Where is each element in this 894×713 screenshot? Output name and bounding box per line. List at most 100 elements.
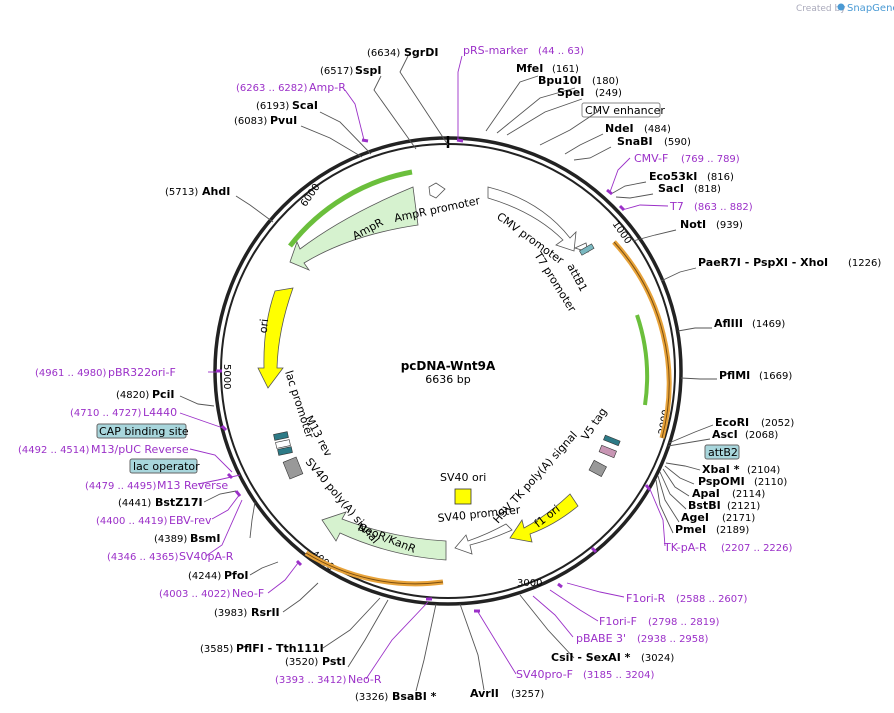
neor-kanr-feature [321, 511, 447, 561]
bstz17i-label[interactable]: BstZ17I [155, 496, 203, 509]
bsabi-label[interactable]: BsaBI * [392, 690, 437, 703]
ori-feature [257, 287, 294, 389]
paer7i-label[interactable]: PaeR7I - PspXI - XhoI [698, 256, 828, 269]
ahdi-label[interactable]: AhdI [202, 185, 230, 198]
pfoi-label[interactable]: PfoI [224, 569, 249, 582]
lac-operator-feature [273, 431, 289, 441]
csii-label[interactable]: CsiI - SexAI * [551, 651, 631, 664]
psti-pos: (3520) [285, 657, 318, 668]
pbabe3-label[interactable]: pBABE 3' [576, 632, 626, 645]
pcii-pos: (4820) [116, 390, 149, 401]
m13-reverse-label[interactable]: M13 Reverse [157, 479, 228, 492]
spei-label[interactable]: SpeI [557, 86, 584, 99]
spei-pos: (249) [595, 88, 622, 99]
neo-r-pos: (3393 .. 3412) [275, 675, 347, 686]
plasmid-length: 6636 bp [425, 373, 470, 386]
leader-lines [179, 55, 717, 692]
bsmi-pos: (4389) [154, 534, 187, 545]
apai-pos: (2114) [732, 489, 765, 500]
ecori-label[interactable]: EcoRI [715, 416, 749, 429]
csii-pos: (3024) [641, 653, 674, 664]
agei-pos: (2171) [722, 513, 755, 524]
sspi-label[interactable]: SspI [355, 64, 381, 77]
f1ori-r-label[interactable]: F1ori-R [626, 592, 666, 605]
t7-label[interactable]: T7 [669, 200, 684, 213]
pmei-label[interactable]: PmeI [675, 523, 706, 536]
m13-rev-feature [275, 439, 291, 449]
cap-binding-label: CAP binding site [99, 425, 189, 438]
cap-binding-box [96, 423, 187, 439]
pvui-pos: (6083) [234, 116, 267, 127]
bstbi-pos: (2121) [727, 501, 760, 512]
ampr-primer-label[interactable]: Amp-R [309, 81, 346, 94]
snapgene-logo-icon [837, 3, 845, 11]
noti-label[interactable]: NotI [680, 218, 706, 231]
afliii-pos: (1469) [752, 319, 785, 330]
tk-pa-r-label[interactable]: TK-pA-R [663, 541, 707, 554]
bpu10i-label[interactable]: Bpu10I [538, 74, 582, 87]
neo-f-label[interactable]: Neo-F [232, 587, 264, 600]
cmv-enhancer-box [581, 102, 661, 118]
psti-label[interactable]: PstI [322, 655, 346, 668]
rsrii-label[interactable]: RsrII [251, 606, 280, 619]
scai-label[interactable]: ScaI [292, 99, 318, 112]
ampr-promoter-feature [428, 182, 446, 199]
rsrii-pos: (3983) [214, 608, 247, 619]
pbr322ori-f-label[interactable]: pBR322ori-F [108, 366, 176, 379]
pflfi-label[interactable]: PflFI - Tth111I [236, 642, 324, 655]
f1ori-f-label[interactable]: F1ori-F [599, 615, 637, 628]
attb1-feature [579, 243, 595, 256]
avrii-label[interactable]: AvrII [470, 687, 499, 700]
apai-label[interactable]: ApaI [692, 487, 720, 500]
agei-label[interactable]: AgeI [681, 511, 709, 524]
bpu10i-pos: (180) [592, 76, 619, 87]
asci-label[interactable]: AscI [712, 428, 738, 441]
bsmi-label[interactable]: BsmI [190, 532, 221, 545]
v5-tag-feature [603, 434, 621, 447]
mfei-label[interactable]: MfeI [516, 62, 543, 75]
sspi-pos: (6517) [320, 66, 353, 77]
pspomi-label[interactable]: PspOMI [698, 475, 745, 488]
ebv-rev-label[interactable]: EBV-rev [169, 514, 212, 527]
avrii-pos: (3257) [511, 689, 544, 700]
snapgene-brand: SnapGene [847, 3, 894, 14]
bstbi-label[interactable]: BstBI [688, 499, 721, 512]
sgrdi-label[interactable]: SgrDI [404, 46, 438, 59]
features: AmpR AmpR promoter CMV promoter T7 promo… [257, 182, 621, 561]
saci-pos: (818) [694, 184, 721, 195]
paer7i-pos: (1226) [848, 258, 881, 269]
cmv-enhancer-label: CMV enhancer [585, 104, 665, 117]
prs-marker-label[interactable]: pRS-marker [463, 44, 528, 57]
sv40pro-f-label[interactable]: SV40pro-F [516, 668, 573, 681]
pspomi-pos: (2110) [754, 477, 787, 488]
ndei-label[interactable]: NdeI [605, 122, 634, 135]
l4440-label[interactable]: L4440 [143, 406, 177, 419]
snabi-label[interactable]: SnaBI [617, 135, 653, 148]
cmv-f-label[interactable]: CMV-F [634, 152, 668, 165]
sv40pa-r-label[interactable]: SV40pA-R [179, 550, 234, 563]
bstz17i-pos: (4441) [118, 498, 151, 509]
sv40-polya-feature [282, 456, 304, 480]
prs-marker-pos: (44 .. 63) [538, 46, 584, 57]
afliii-label[interactable]: AflIII [714, 317, 743, 330]
saci-label[interactable]: SacI [658, 182, 684, 195]
pflmi-label[interactable]: PflMI [719, 369, 750, 382]
site-labels: (6634) SgrDI (6517) SspI (6263 .. 6282) … [18, 44, 881, 703]
pbabe3-pos: (2938 .. 2958) [637, 634, 709, 645]
ebv-rev-pos: (4400 .. 4419) [96, 516, 168, 527]
m13-puc-reverse-label[interactable]: M13/pUC Reverse [91, 443, 189, 456]
pvui-label[interactable]: PvuI [270, 114, 297, 127]
neo-r-label[interactable]: Neo-R [348, 673, 382, 686]
pcii-label[interactable]: PciI [152, 388, 174, 401]
xbai-label[interactable]: XbaI * [702, 463, 740, 476]
t7-pos: (863 .. 882) [694, 202, 753, 213]
tick-3000: 3000 [517, 578, 542, 589]
mfei-pos: (161) [552, 64, 579, 75]
pflfi-pos: (3585) [200, 644, 233, 655]
cmv-promoter-feature [487, 186, 577, 252]
wnt9a-inner-arc [635, 314, 650, 406]
eco53ki-label[interactable]: Eco53kI [649, 170, 697, 183]
pmei-pos: (2189) [716, 525, 749, 536]
pfoi-pos: (4244) [188, 571, 221, 582]
